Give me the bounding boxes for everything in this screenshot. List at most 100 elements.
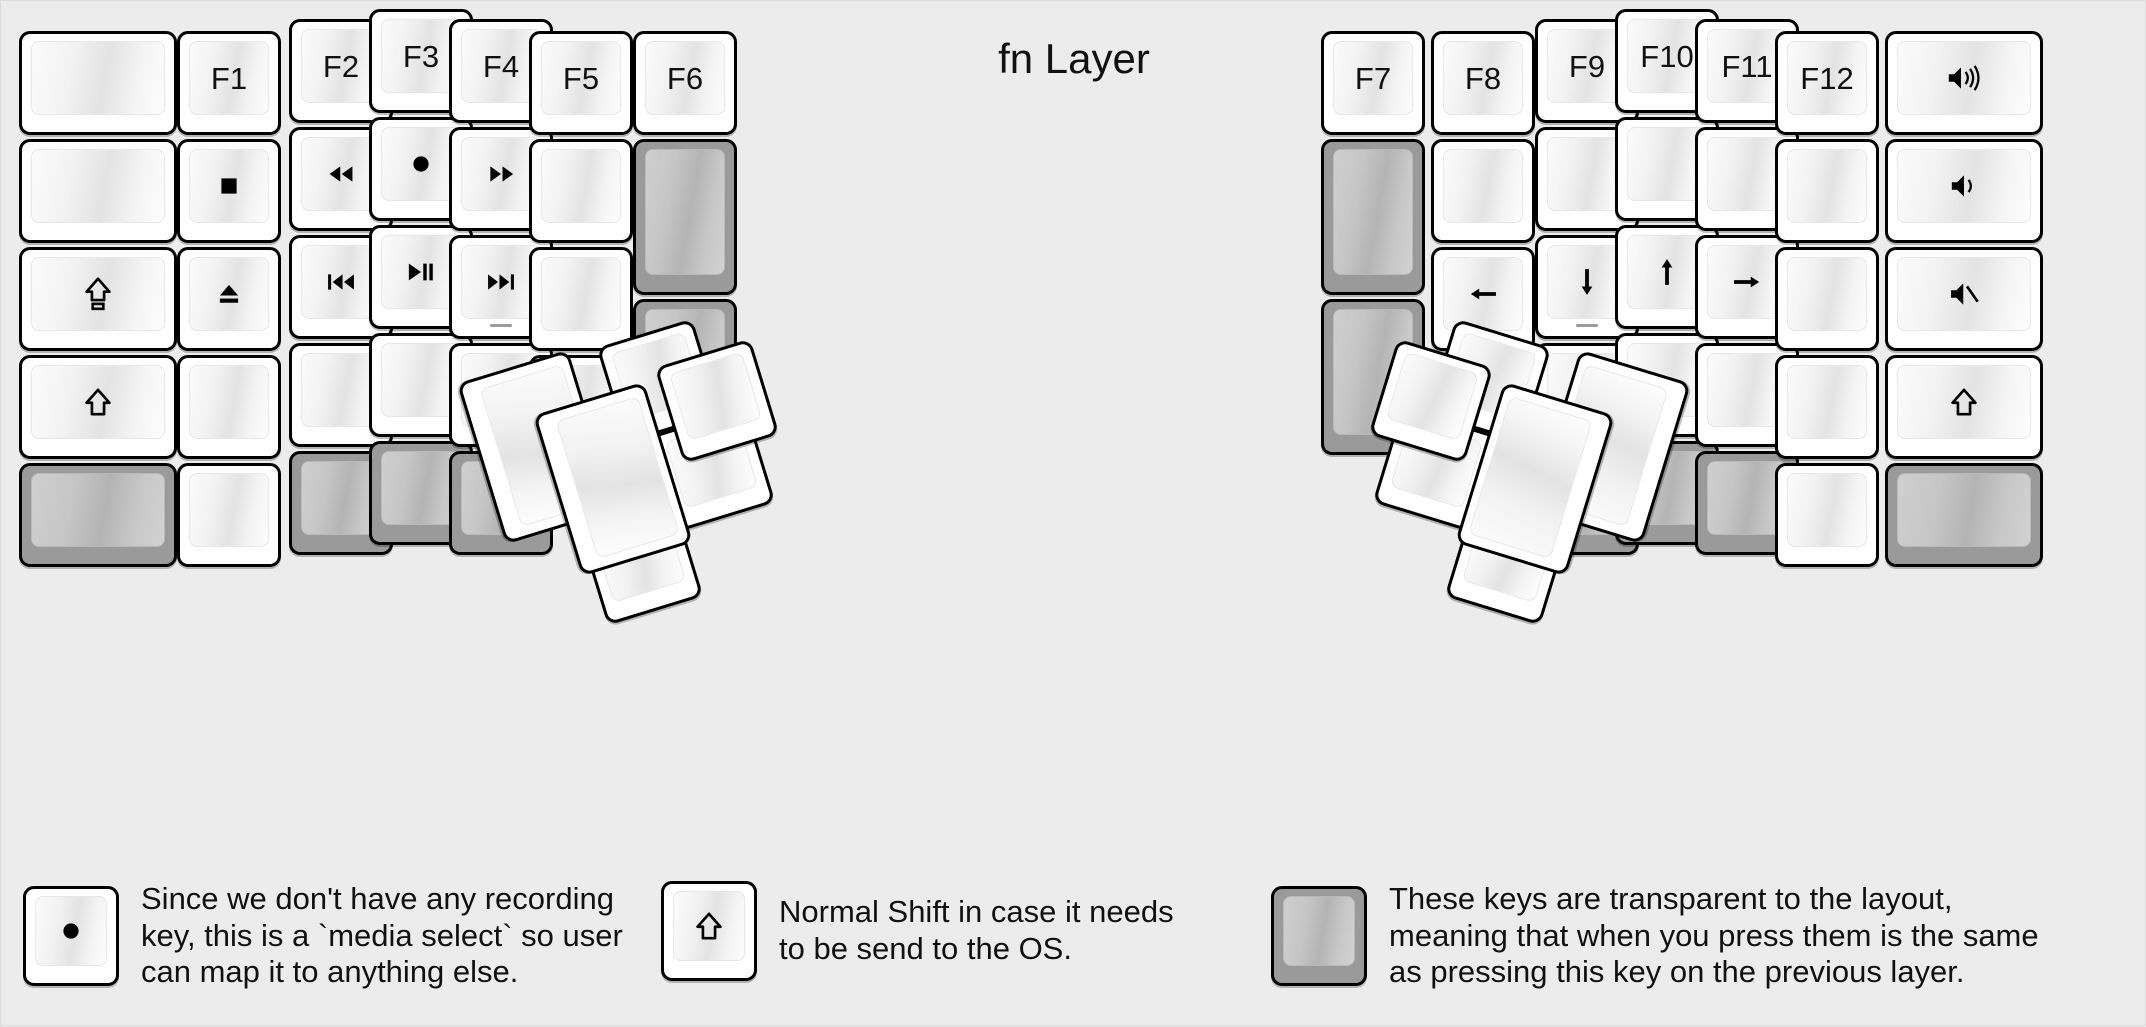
left-col-pinky-outer-key-caps-lock-arrow[interactable] xyxy=(19,247,177,351)
key-cap xyxy=(301,353,381,427)
key-cap xyxy=(1707,461,1787,535)
right-col-pinky-outer-key-transparent[interactable] xyxy=(1885,463,2043,567)
key-cap xyxy=(1707,245,1787,319)
media-stop-icon xyxy=(210,167,248,205)
right-col-index-inner-key-f8[interactable]: F8 xyxy=(1431,31,1535,135)
key-cap xyxy=(1333,149,1413,275)
media-prev-track-icon xyxy=(322,263,360,301)
key-label: F5 xyxy=(562,60,600,96)
right-col-index-inner-key-blank[interactable] xyxy=(1431,139,1535,243)
volume-mute-icon xyxy=(1945,275,1983,313)
key-cap xyxy=(31,257,165,331)
legend-shift-key-text: Normal Shift in case it needs to be send… xyxy=(779,894,1174,966)
legend-transparent-key: These keys are transparent to the layout… xyxy=(1271,881,2039,991)
key-cap: F10 xyxy=(1627,19,1707,93)
media-record-icon xyxy=(52,912,90,950)
right-col-pinky-key-blank[interactable] xyxy=(1775,247,1879,351)
media-fast-forward-icon xyxy=(482,155,520,193)
key-cap xyxy=(301,137,381,211)
key-cap xyxy=(31,365,165,439)
arrow-left-icon xyxy=(1464,275,1502,313)
left-col-pinky-outer-key-blank[interactable] xyxy=(19,31,177,135)
legend-shift-key-key-shift-arrow[interactable] xyxy=(661,881,757,981)
key-cap xyxy=(1385,351,1480,441)
legend-record-key: Since we don't have any recording key, t… xyxy=(23,881,623,991)
key-cap: F7 xyxy=(1333,41,1413,115)
key-cap xyxy=(189,365,269,439)
shift-arrow-icon xyxy=(690,907,728,945)
left-col-index-inner-key-blank[interactable] xyxy=(529,247,633,351)
right-col-inner-key-f7[interactable]: F7 xyxy=(1321,31,1425,135)
media-play-pause-icon xyxy=(402,253,440,291)
legend-shift-key: Normal Shift in case it needs to be send… xyxy=(661,881,1174,981)
arrow-right-icon xyxy=(1728,263,1766,301)
key-cap xyxy=(1787,149,1867,223)
legend-record-key-key-media-record[interactable] xyxy=(23,885,119,986)
key-cap xyxy=(1547,137,1627,211)
key-cap xyxy=(1897,41,2031,115)
left-col-index-inner-key-blank[interactable] xyxy=(529,139,633,243)
caps-lock-arrow-icon xyxy=(79,275,117,313)
key-cap xyxy=(381,451,461,525)
right-col-pinky-key-f12[interactable]: F12 xyxy=(1775,31,1879,135)
key-cap xyxy=(1787,365,1867,439)
key-cap xyxy=(1787,473,1867,547)
legend-transparent-key-swatch xyxy=(1271,885,1367,986)
legend-shift-key-swatch xyxy=(661,881,757,981)
right-col-pinky-key-blank[interactable] xyxy=(1775,355,1879,459)
key-cap: F5 xyxy=(541,41,621,115)
left-col-inner-key-f6[interactable]: F6 xyxy=(633,31,737,135)
left-col-pinky-outer-key-shift-arrow[interactable] xyxy=(19,355,177,459)
left-col-pinky-key-f1[interactable]: F1 xyxy=(177,31,281,135)
legend-record-key-swatch xyxy=(23,885,119,986)
left-col-pinky-key-blank[interactable] xyxy=(177,463,281,567)
right-col-pinky-key-blank[interactable] xyxy=(1775,463,1879,567)
key-cap xyxy=(1443,149,1523,223)
key-label: F7 xyxy=(1354,60,1392,96)
key-label: F2 xyxy=(322,48,360,84)
key-cap xyxy=(31,473,165,547)
key-label: F6 xyxy=(666,60,704,96)
key-label: F8 xyxy=(1464,60,1502,96)
key-label: F3 xyxy=(402,38,440,74)
key-label: F4 xyxy=(482,48,520,84)
key-cap xyxy=(189,473,269,547)
right-col-pinky-outer-key-volume-mute[interactable] xyxy=(1885,247,2043,351)
right-col-pinky-outer-key-volume-up[interactable] xyxy=(1885,31,2043,135)
key-cap xyxy=(673,891,745,961)
key-cap: F2 xyxy=(301,29,381,103)
key-cap xyxy=(461,137,541,211)
key-cap xyxy=(1283,895,1355,966)
key-cap xyxy=(645,149,725,275)
left-col-pinky-outer-key-transparent[interactable] xyxy=(19,463,177,567)
key-label: F9 xyxy=(1568,48,1606,84)
key-cap xyxy=(1897,365,2031,439)
right-col-pinky-outer-key-shift-arrow[interactable] xyxy=(1885,355,2043,459)
right-col-pinky-outer-key-volume-down[interactable] xyxy=(1885,139,2043,243)
left-col-pinky-outer-key-blank[interactable] xyxy=(19,139,177,243)
media-next-track-icon xyxy=(482,263,520,301)
left-col-pinky-key-blank[interactable] xyxy=(177,355,281,459)
shift-arrow-icon xyxy=(79,383,117,421)
right-col-index-key-f9[interactable]: F9 xyxy=(1535,19,1639,123)
key-cap xyxy=(35,895,107,966)
key-cap xyxy=(1897,149,2031,223)
key-cap xyxy=(1897,257,2031,331)
right-col-pinky-key-blank[interactable] xyxy=(1775,139,1879,243)
key-cap xyxy=(189,257,269,331)
right-col-inner-key-transparent[interactable] xyxy=(1321,139,1425,295)
left-col-pinky-key-media-stop[interactable] xyxy=(177,139,281,243)
key-cap xyxy=(1897,473,2031,547)
key-cap: F9 xyxy=(1547,29,1627,103)
legend-transparent-key-key-transparent[interactable] xyxy=(1271,885,1367,986)
arrow-down-icon xyxy=(1568,263,1606,301)
left-col-pinky-key-media-eject[interactable] xyxy=(177,247,281,351)
key-label: F10 xyxy=(1640,38,1694,74)
key-cap xyxy=(1547,245,1627,319)
left-col-index-inner-key-f5[interactable]: F5 xyxy=(529,31,633,135)
key-label: F1 xyxy=(210,60,248,96)
key-cap xyxy=(301,245,381,319)
key-cap xyxy=(541,149,621,223)
key-cap xyxy=(189,149,269,223)
left-col-inner-key-transparent[interactable] xyxy=(633,139,737,295)
